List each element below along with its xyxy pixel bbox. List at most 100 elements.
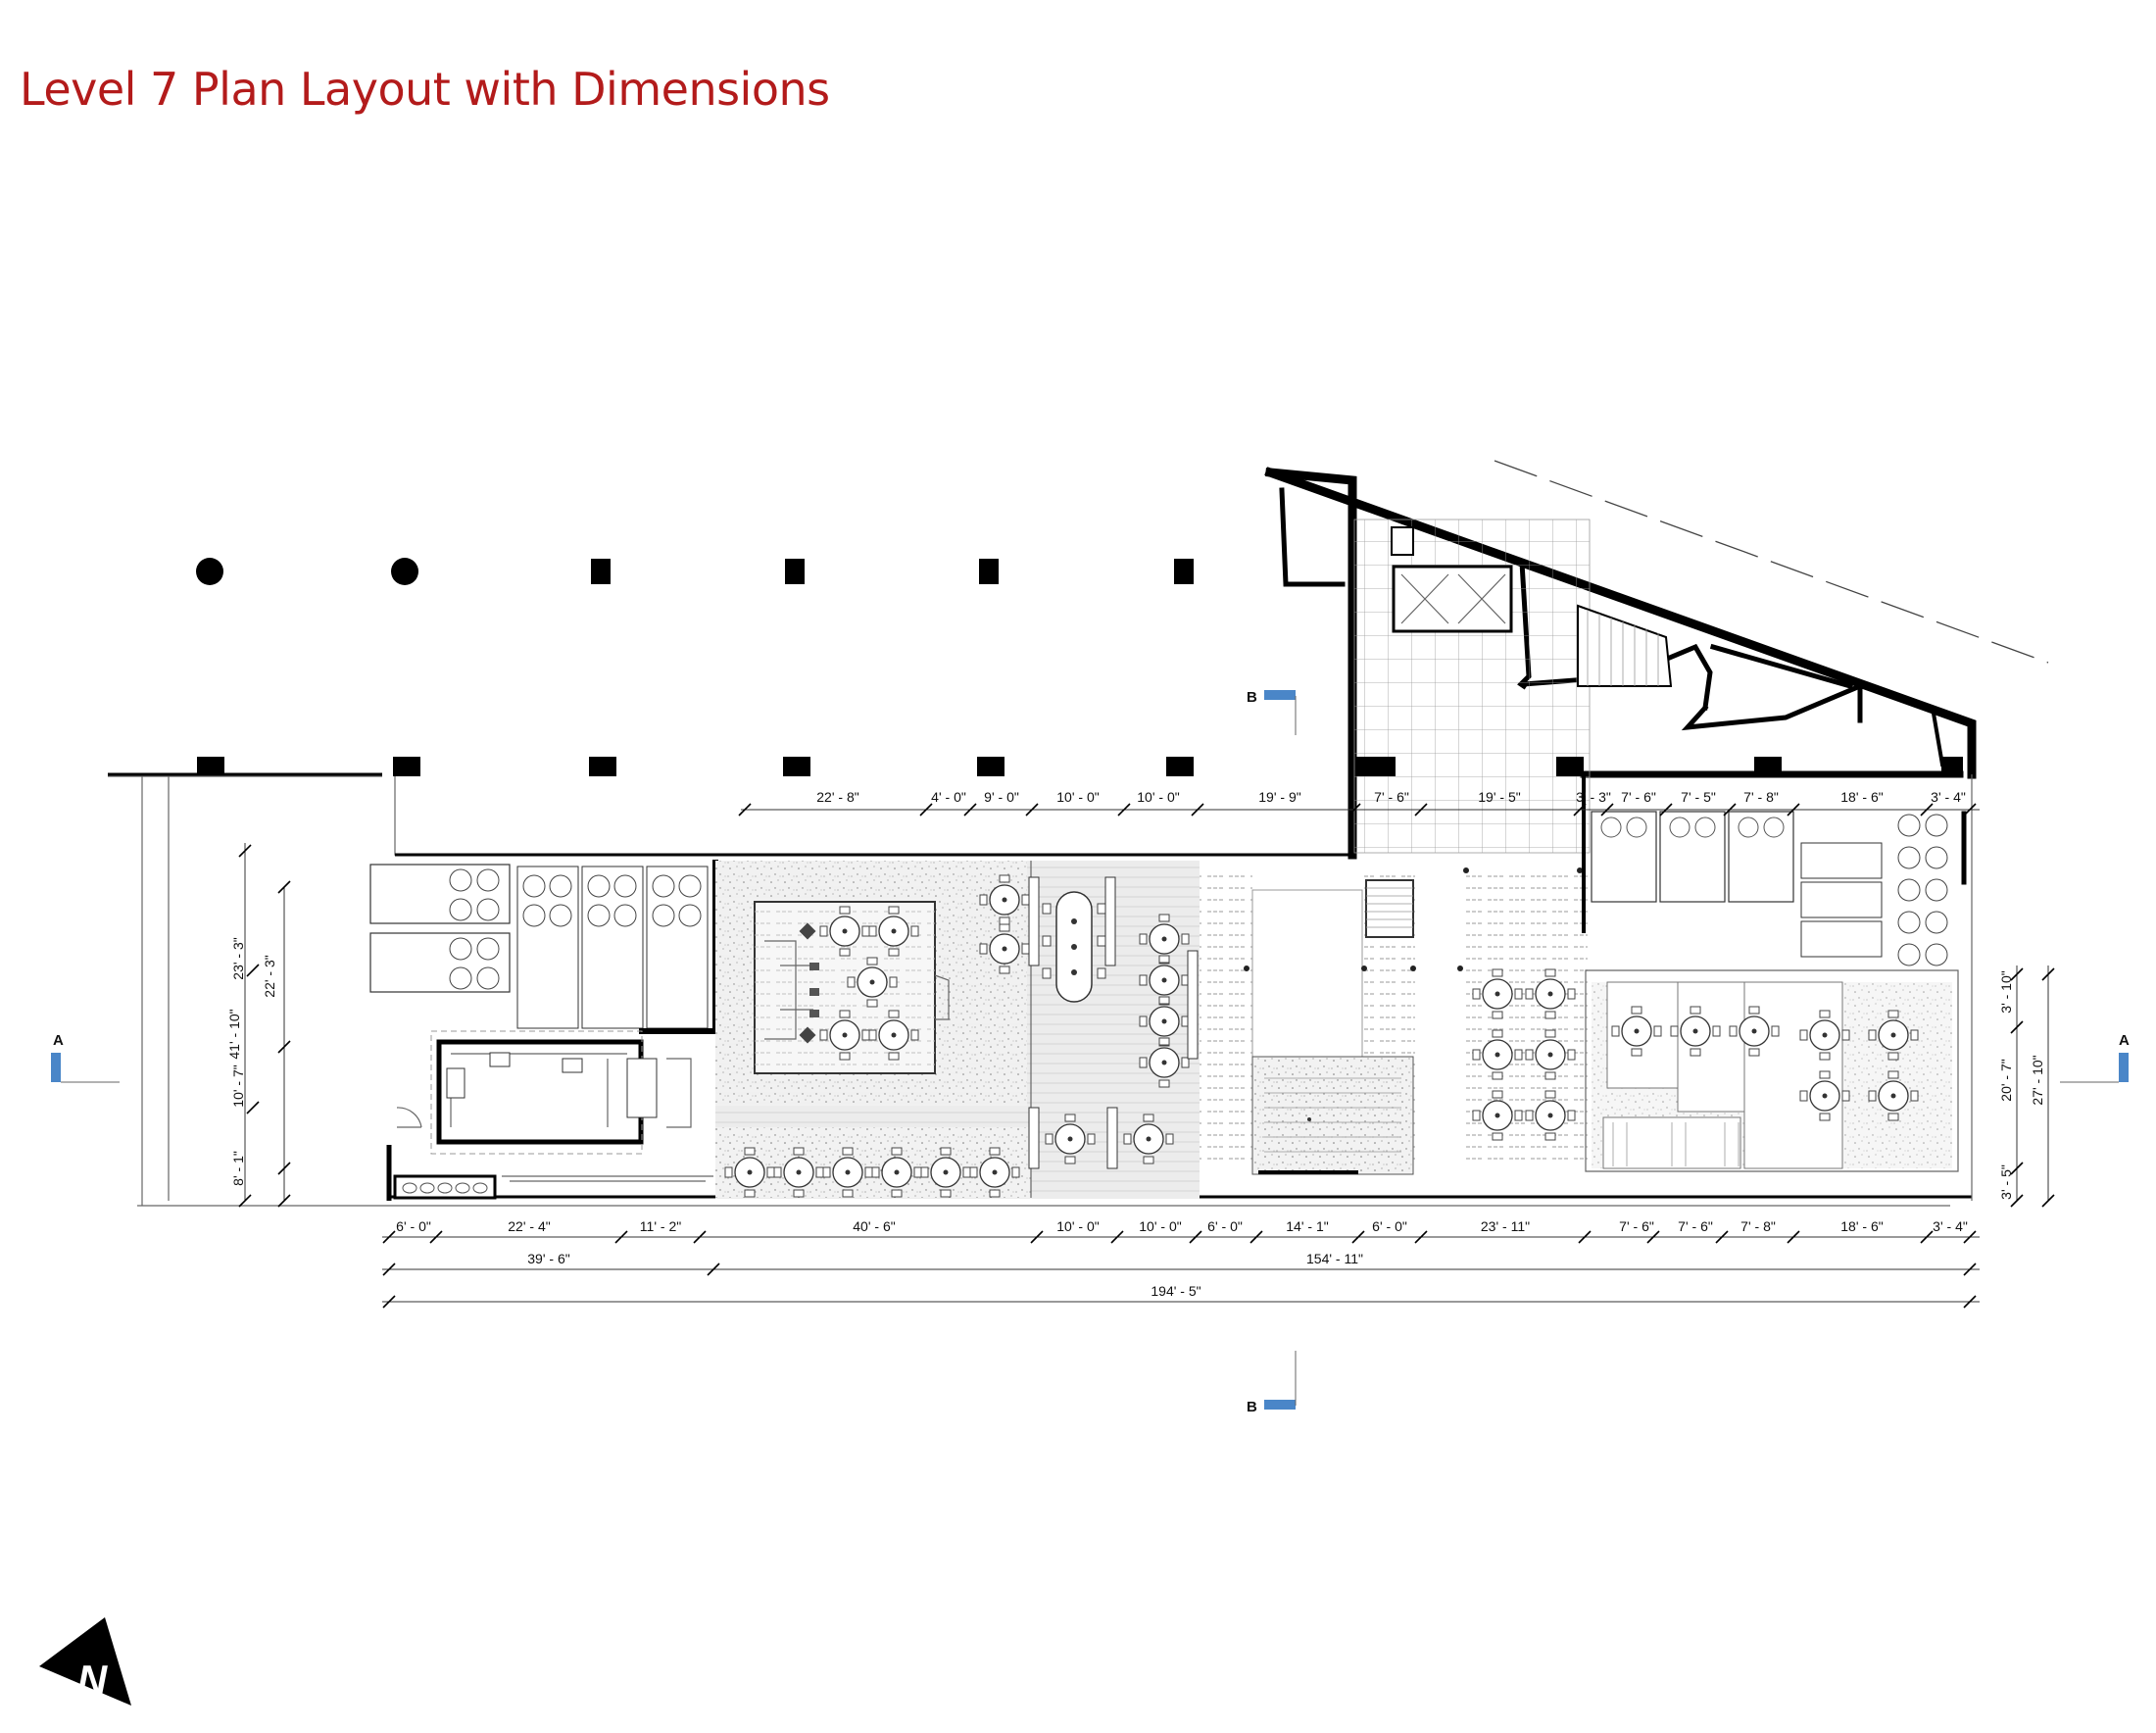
dim-subtotal: 39' - 6" [527, 1251, 569, 1266]
dim-vertical: 41' - 10" [226, 1009, 242, 1059]
dimension-tick [738, 803, 752, 817]
dimension-tick [2041, 967, 2055, 981]
dimension-tick [919, 803, 933, 817]
right-vertical-dimensions: 3' - 10" 20' - 7" 27' - 10" 3' - 5" [1998, 970, 2045, 1200]
dimension-tick [2010, 1194, 2024, 1208]
dim-bottom: 6' - 0" [1372, 1218, 1407, 1234]
svg-text:B: B [1247, 1399, 1257, 1415]
dimension-tick [1659, 803, 1673, 817]
dimension-tick [1963, 1263, 1977, 1276]
dimension-tick [382, 1295, 396, 1309]
dimension-tick [238, 844, 252, 858]
dimension-tick [1646, 1230, 1660, 1244]
right-wing [1582, 772, 1959, 1172]
dimension-tick [614, 1230, 628, 1244]
dim-vertical: 3' - 10" [1998, 970, 2014, 1013]
dim-top: 3' - 4" [1931, 789, 1966, 805]
dimension-tick [693, 1230, 707, 1244]
dim-bottom: 18' - 6" [1840, 1218, 1883, 1234]
dimension-tick [1250, 1230, 1263, 1244]
dim-vertical: 20' - 7" [1998, 1059, 2014, 1101]
dim-vertical: 23' - 3" [230, 937, 246, 979]
central-dining [715, 861, 1031, 1199]
dimension-ticks [238, 803, 2055, 1309]
dimension-tick [963, 803, 977, 817]
left-service-zone [369, 860, 718, 1200]
dim-top: 19' - 5" [1478, 789, 1520, 805]
dim-overall: 194' - 5" [1151, 1283, 1200, 1299]
atrium-zone [1200, 861, 1588, 1175]
dimension-lines [244, 809, 2049, 1303]
dim-bottom: 22' - 4" [508, 1218, 550, 1234]
dim-subtotal: 154' - 11" [1306, 1251, 1363, 1266]
dimension-tick [246, 964, 260, 977]
dimension-tick [1963, 1295, 1977, 1309]
dim-vertical: 8' - 1" [230, 1151, 246, 1186]
dim-top: 22' - 8" [816, 789, 858, 805]
dimension-tick [1963, 803, 1977, 817]
dimension-tick [382, 1230, 396, 1244]
dimension-tick [277, 880, 291, 894]
dim-bottom: 7' - 8" [1740, 1218, 1776, 1234]
section-marker-b-top: B [1247, 689, 1297, 735]
dimension-tick [1578, 1230, 1592, 1244]
dim-top: 7' - 6" [1621, 789, 1656, 805]
dimension-tick [277, 1194, 291, 1208]
dimension-tick [2041, 1194, 2055, 1208]
dimension-tick [1787, 803, 1800, 817]
dimension-tick [1025, 803, 1039, 817]
dim-bottom: 3' - 4" [1933, 1218, 1968, 1234]
dimension-tick [1600, 803, 1614, 817]
dimension-tick [277, 1040, 291, 1054]
dimension-tick [1963, 1230, 1977, 1244]
dim-top: 7' - 6" [1374, 789, 1409, 805]
dimension-tick [1414, 803, 1428, 817]
north-arrow-icon: N [39, 1617, 131, 1706]
dimension-tick [2010, 1162, 2024, 1175]
dim-top: 4' - 0" [931, 789, 966, 805]
section-marker-b-bottom: B [1247, 1351, 1297, 1415]
dimension-tick [707, 1263, 720, 1276]
page-title: Level 7 Plan Layout with Dimensions [20, 63, 830, 116]
dimension-tick [1030, 1230, 1044, 1244]
dim-top: 10' - 0" [1056, 789, 1099, 805]
dimension-tick [1920, 1230, 1934, 1244]
dim-bottom: 6' - 0" [396, 1218, 431, 1234]
svg-text:B: B [1247, 689, 1257, 706]
dim-top: 18' - 6" [1840, 789, 1883, 805]
dimension-tick [1348, 803, 1361, 817]
dimension-tick [1573, 803, 1587, 817]
long-table-zone [1028, 861, 1200, 1199]
svg-text:A: A [53, 1032, 64, 1049]
dim-bottom: 7' - 6" [1678, 1218, 1713, 1234]
dim-top: 10' - 0" [1137, 789, 1179, 805]
dimension-tick [1189, 1230, 1202, 1244]
dim-bottom: 10' - 0" [1139, 1218, 1181, 1234]
dim-bottom: 14' - 1" [1286, 1218, 1328, 1234]
dim-vertical: 27' - 10" [2030, 1055, 2045, 1105]
elevator-lobby [1353, 519, 1673, 854]
dimension-tick [1117, 803, 1131, 817]
dim-top: 19' - 9" [1258, 789, 1300, 805]
section-marker-a-left: A [51, 1032, 120, 1083]
section-marker-a-right: A [2060, 1032, 2130, 1083]
dim-vertical: 22' - 3" [262, 955, 277, 997]
svg-text:A: A [2119, 1032, 2130, 1049]
stair [1577, 604, 1673, 687]
dimension-tick [1110, 1230, 1124, 1244]
dim-top: 9' - 0" [984, 789, 1019, 805]
dimension-tick [2010, 967, 2024, 981]
property-line [1494, 460, 2049, 664]
dimension-tick [1191, 803, 1204, 817]
dim-bottom: 40' - 6" [853, 1218, 895, 1234]
dimension-tick [246, 1101, 260, 1114]
dim-bottom: 10' - 0" [1056, 1218, 1099, 1234]
dim-top: 3' - 3" [1576, 789, 1611, 805]
dimension-tick [238, 1194, 252, 1208]
dim-vertical: 10' - 7" [230, 1065, 246, 1107]
dimension-tick [1414, 1230, 1428, 1244]
dimension-tick [429, 1230, 443, 1244]
dim-vertical: 3' - 5" [1998, 1164, 2014, 1200]
dimension-tick [1715, 1230, 1729, 1244]
